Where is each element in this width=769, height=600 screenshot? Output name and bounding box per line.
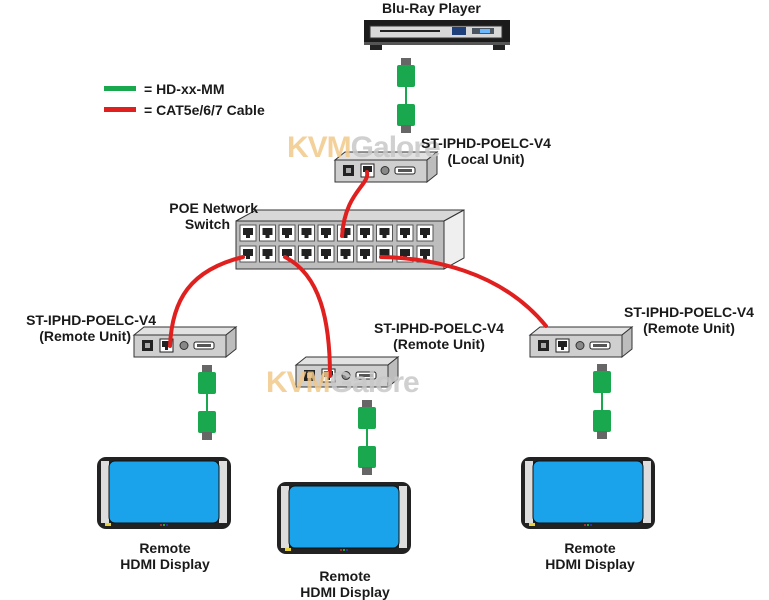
switch-label-line2: Switch <box>184 216 230 232</box>
legend-label-cat: = CAT5e/6/7 Cable <box>144 102 265 118</box>
hdmi-cable-source <box>397 58 415 133</box>
switch-label-line1: POE Network <box>169 200 258 216</box>
remote-display-3-icon <box>520 456 656 530</box>
switch-port-icon <box>259 245 276 263</box>
remote-unit-2-role: (Remote Unit) <box>393 336 485 352</box>
switch-port-icon <box>356 224 374 242</box>
display-3-line1: Remote <box>564 540 616 556</box>
display-1-line2: HDMI Display <box>120 556 210 572</box>
legend-swatch-hdmi <box>104 86 136 91</box>
cat-cable-remote-1 <box>168 255 245 348</box>
switch-port-icon <box>298 245 315 263</box>
remote-unit-3-model: ST-IPHD-POELC-V4 <box>624 304 754 320</box>
switch-label: POE Network Switch <box>130 200 258 232</box>
hdmi-cable-remote-2 <box>358 400 376 475</box>
watermark: KVMGalore <box>287 131 441 164</box>
switch-port-icon <box>337 245 354 263</box>
remote-display-2-icon <box>276 481 412 555</box>
display-1-line1: Remote <box>139 540 191 556</box>
cat-cable-remote-3 <box>379 255 548 328</box>
switch-port-icon <box>317 224 335 242</box>
watermark: KVMGalore <box>266 366 420 399</box>
remote-unit-2-label: ST-IPHD-POELC-V4 (Remote Unit) <box>358 320 520 352</box>
switch-port-icon <box>376 245 393 263</box>
remote-unit-3-role: (Remote Unit) <box>643 320 735 336</box>
remote-unit-2-model: ST-IPHD-POELC-V4 <box>374 320 504 336</box>
switch-port-icon <box>298 224 315 242</box>
display-2-line2: HDMI Display <box>300 584 390 600</box>
switch-port-icon <box>278 224 296 242</box>
remote-unit-1-model: ST-IPHD-POELC-V4 <box>26 312 156 328</box>
switch-port-icon <box>356 245 374 263</box>
remote-display-1-label: Remote HDMI Display <box>100 540 230 572</box>
remote-display-2-label: Remote HDMI Display <box>280 568 410 600</box>
hdmi-cable-remote-1 <box>198 365 216 440</box>
display-2-line1: Remote <box>319 568 371 584</box>
remote-unit-3-label: ST-IPHD-POELC-V4 (Remote Unit) <box>608 304 769 336</box>
local-unit-role: (Local Unit) <box>447 151 525 167</box>
cat-cable-local <box>340 170 370 238</box>
legend-label-hdmi: = HD-xx-MM <box>144 81 225 97</box>
cat-cable-remote-2 <box>283 255 332 378</box>
legend-swatch-cat <box>104 107 136 112</box>
local-unit-label: ST-IPHD-POELC-V4 (Local Unit) <box>416 135 556 167</box>
source-label: Blu-Ray Player <box>382 0 481 16</box>
switch-port-icon <box>416 224 434 242</box>
switch-port-icon <box>376 224 393 242</box>
remote-display-3-label: Remote HDMI Display <box>525 540 655 572</box>
hdmi-cable-remote-3 <box>593 364 611 439</box>
switch-port-icon <box>259 224 276 242</box>
switch-port-icon <box>317 245 335 263</box>
remote-unit-1-role: (Remote Unit) <box>39 328 131 344</box>
switch-port-icon <box>239 245 257 263</box>
local-unit-model: ST-IPHD-POELC-V4 <box>421 135 551 151</box>
display-3-line2: HDMI Display <box>545 556 635 572</box>
blu-ray-player-icon <box>364 20 510 50</box>
remote-unit-1-label: ST-IPHD-POELC-V4 (Remote Unit) <box>0 312 156 344</box>
remote-display-1-icon <box>96 456 232 530</box>
switch-port-icon <box>337 224 354 242</box>
poe-network-switch-icon <box>235 209 465 270</box>
switch-port-icon <box>396 224 414 242</box>
